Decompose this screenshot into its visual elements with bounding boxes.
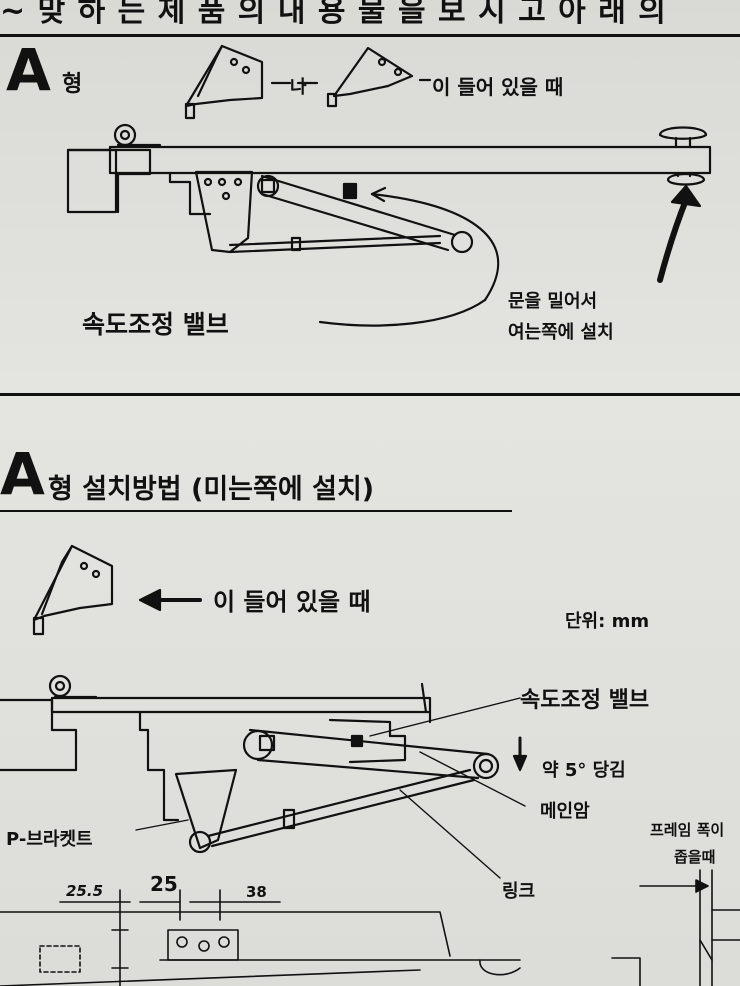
section2-type-letter: A [0,440,45,508]
section2-title: 형 설치방법 (미는쪽에 설치) [48,474,375,505]
dimension-drawing [0,869,740,986]
bracket-icon-b [326,46,414,108]
section2-link-label: 링크 [502,881,536,902]
dim-25: 25 [150,872,178,896]
header-divider [0,34,740,37]
bracket-icon-a [184,44,264,120]
section1-when-text: 이 들어 있을 때 [432,75,564,99]
section2-valve-label: 속도조정 밸브 [520,688,650,713]
closer-assembly-top [66,123,712,327]
section1-valve-label: 속도조정 밸브 [82,310,229,339]
dim-25-5: 25.5 [66,882,104,900]
closer-assembly-bottom [0,674,528,879]
section1-type-suffix: 형 [62,72,83,97]
section2-pull-note: 약 5° 당김 [542,760,626,781]
section2-title-underline [0,510,512,512]
section-divider [0,393,740,396]
header-text: ~ 맞 하 는 제 품 의 내 용 물 을 보 시 고 아 래 의 [0,0,667,29]
section2-bracket-label: P-브라켓트 [6,829,93,850]
bracket-icon-c [32,544,114,636]
section2-frame-note-2: 좁을때 [674,848,716,866]
section2-frame-note-1: 프레임 폭이 [650,821,725,839]
section1-type-letter: A [6,36,51,104]
dim-38: 38 [246,883,267,901]
section1-install-note-2: 여는쪽에 설치 [508,322,614,343]
section2-when-text: 이 들어 있을 때 [213,588,371,616]
section2-unit: 단위: mm [565,611,650,632]
section1-install-note-1: 문을 밀어서 [508,291,598,312]
section2-main-arm-label: 메인암 [540,801,590,822]
